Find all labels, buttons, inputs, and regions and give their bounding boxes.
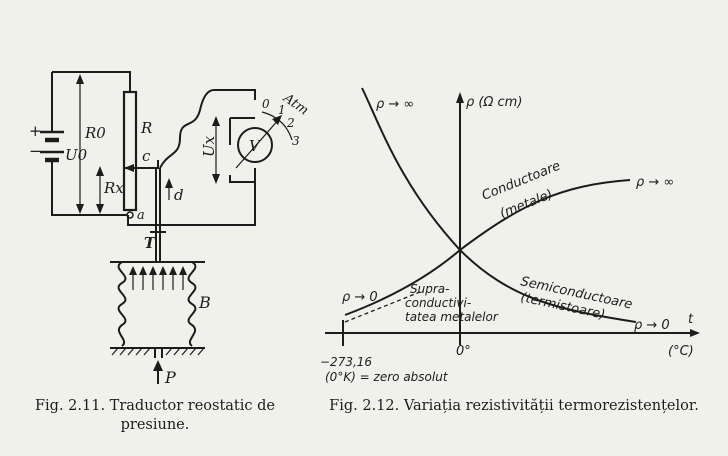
label-d: d (174, 186, 184, 204)
base-hatching (111, 347, 205, 356)
bellows-left-wall (117, 261, 127, 347)
wire-top (52, 71, 131, 92)
label-t: T (144, 234, 157, 252)
annotation-rho-inf-right: ρ → ∞ (636, 175, 674, 190)
label-r: R (140, 119, 152, 137)
wiper-tip (124, 164, 134, 172)
curve-metals (344, 179, 631, 316)
push-rod (155, 168, 161, 232)
label-a: a (137, 208, 145, 223)
label-super-1: Supra- (410, 282, 449, 296)
meter-scale-arc (261, 111, 293, 141)
annotation-rho-zero-left: ρ → 0 (342, 290, 378, 305)
x-axis-arrowhead (690, 329, 700, 337)
return-wire (127, 168, 256, 226)
curve-semiconductors (361, 87, 637, 323)
y-axis-label: ρ (Ω cm) (466, 95, 522, 110)
voltmeter-needle (235, 117, 281, 169)
label-super-3: tatea metalelor (405, 310, 499, 324)
caption-fig-2-11: Fig. 2.11. Traductor reostatic de presiu… (34, 398, 275, 433)
absolute-zero-note: (0°K) = zero absolut (325, 370, 449, 384)
label-ux: Ux (200, 135, 218, 157)
scale-2: 2 (286, 116, 295, 130)
wiper-arm (124, 160, 159, 169)
label-super-2: conductivi- (405, 296, 471, 310)
label-r0: R0 (84, 124, 106, 142)
y-axis-arrowhead (456, 92, 464, 103)
fig-2-12-chart: ρ (Ω cm) t (°C) 0° −273,16 (0°K) = zero … (320, 87, 700, 384)
caption-fig-2-12: Fig. 2.12. Variația rezistivității termo… (329, 398, 699, 414)
label-c: c (142, 147, 151, 165)
needle-arrowhead (272, 115, 282, 125)
label-rx: Rx (103, 179, 124, 197)
fig-2-11-circuit: + − U0 R0 Rx R a c d T V (29, 71, 311, 387)
tick-absolute-zero: −273,16 (320, 355, 372, 369)
flexible-lead (159, 89, 256, 169)
resistor-r (122, 90, 138, 212)
label-p: P (164, 368, 176, 387)
wire-left-bottom (51, 168, 128, 216)
x-axis-label-t: t (688, 312, 694, 327)
rod-lower (155, 232, 161, 262)
label-u0: U0 (65, 146, 88, 164)
label-b: B (198, 293, 211, 312)
annotation-rho-inf-left: ρ → ∞ (376, 97, 414, 112)
scale-3: 3 (292, 134, 300, 148)
p-arrowhead (153, 360, 163, 371)
battery-plus: + (29, 122, 42, 140)
tick-zero: 0° (456, 344, 471, 359)
pressure-port (154, 348, 163, 358)
pressure-arrowheads (129, 266, 187, 275)
d-arrowhead (165, 178, 173, 188)
x-axis-unit: (°C) (668, 344, 694, 359)
voltmeter-leads (229, 117, 255, 183)
annotation-rho-zero-right: ρ → 0 (634, 318, 670, 333)
scale-1: 1 (278, 103, 286, 117)
rx-arrowheads (96, 166, 104, 214)
bellows-right-wall (187, 261, 197, 347)
battery-minus: − (29, 142, 42, 160)
scale-0: 0 (262, 97, 270, 111)
